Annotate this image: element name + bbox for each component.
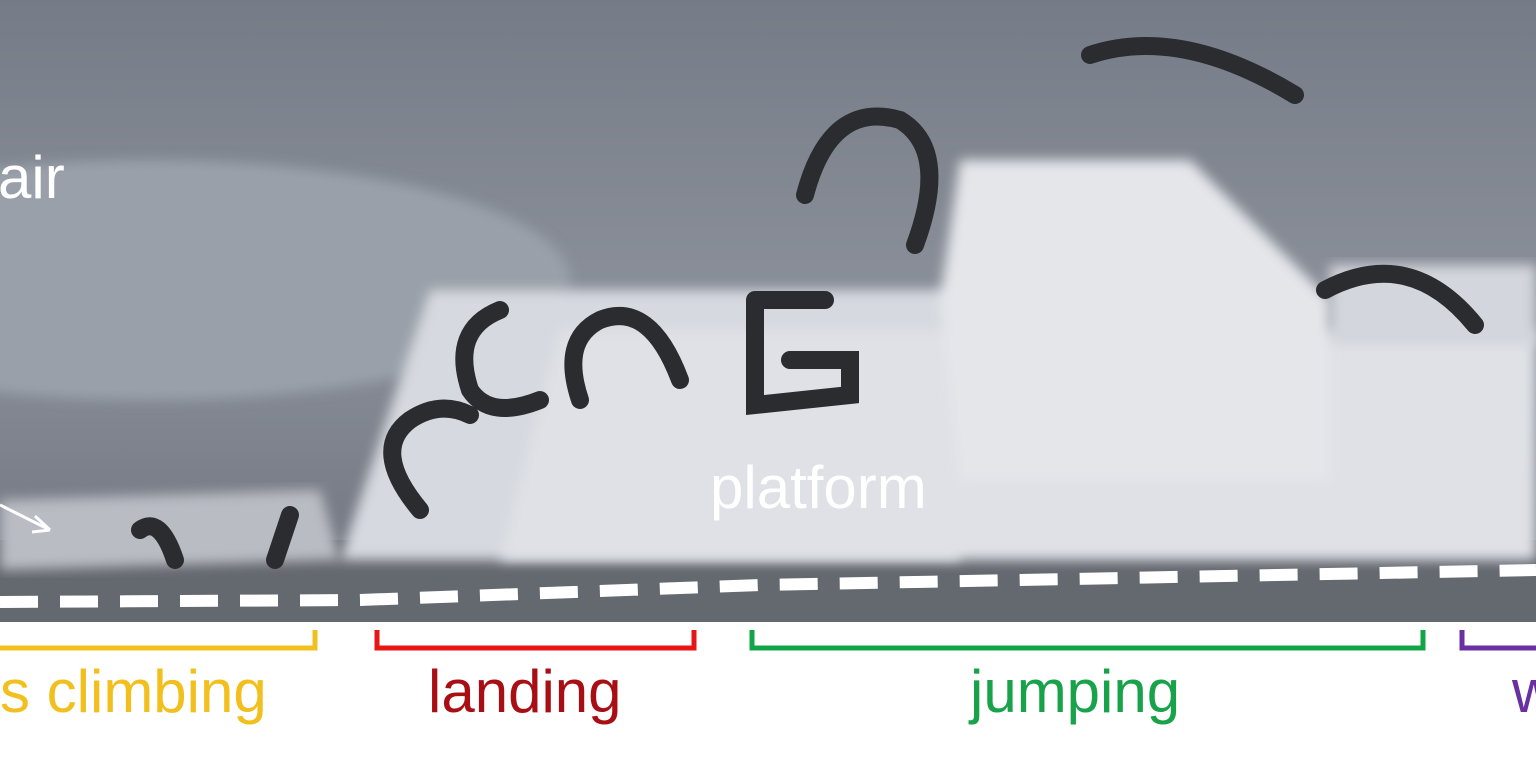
ground-dashed-line (0, 564, 1536, 608)
phase-brackets (0, 630, 1536, 651)
robot-landing (455, 301, 549, 417)
robot-climbing (131, 517, 184, 569)
robot-jumping (1316, 264, 1484, 334)
robot-landing (564, 307, 689, 409)
phase-label-climbing: s climbing (0, 658, 267, 725)
platform-label: platform (710, 454, 927, 521)
bracket-climbing (0, 630, 318, 651)
phase-label-walking: w (1512, 658, 1536, 725)
arrow-icon (0, 503, 52, 534)
bracket-walking (1459, 630, 1536, 651)
robot-climbing (266, 506, 299, 569)
bracket-landing (374, 630, 697, 651)
phase-label-jumping: jumping (970, 658, 1181, 725)
robot-jumping (796, 107, 939, 254)
robot-landing (746, 291, 859, 415)
robot-landing (383, 399, 479, 519)
experiment-photo (0, 0, 1536, 622)
upper-platform (940, 160, 1330, 480)
bracket-jumping (749, 630, 1426, 651)
phase-label-landing: landing (428, 658, 622, 725)
robots (131, 37, 1484, 569)
air-label: air (0, 144, 65, 211)
robot-jumping (1081, 37, 1304, 104)
